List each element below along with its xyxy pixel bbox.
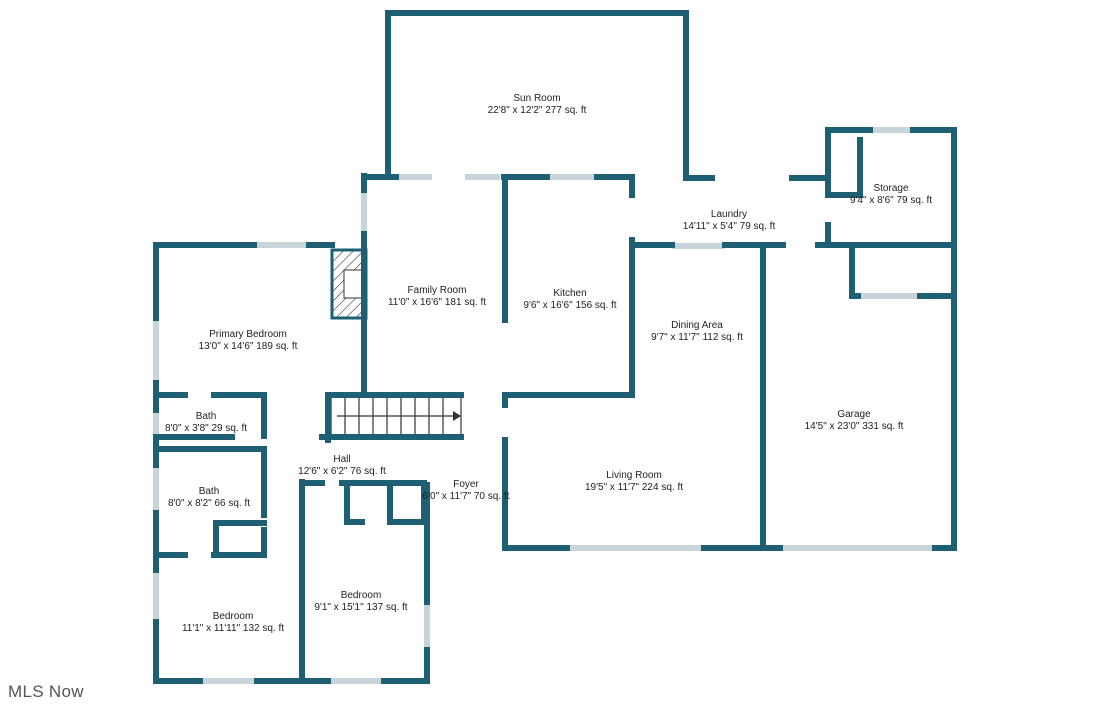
room-dims-dining-area: 9'7" x 11'7" 112 sq. ft <box>651 332 743 343</box>
room-name-bedroom-1: Bedroom <box>341 590 382 601</box>
stairs <box>330 396 462 436</box>
room-dims-primary-bedroom: 13'0" x 14'6" 189 sq. ft <box>199 341 298 352</box>
room-name-hall: Hall <box>333 454 350 465</box>
windows <box>153 10 957 684</box>
room-name-dining-area: Dining Area <box>671 320 723 331</box>
room-dims-bedroom-2: 11'1" x 11'11" 132 sq. ft <box>182 623 284 634</box>
room-dims-garage: 14'5" x 23'0" 331 sq. ft <box>805 421 904 432</box>
room-name-sun-room: Sun Room <box>513 93 560 104</box>
room-dims-bath-1: 8'0" x 3'8" 29 sq. ft <box>165 423 247 434</box>
room-name-bath-1: Bath <box>196 411 217 422</box>
mls-now-watermark: MLS Now <box>8 682 84 701</box>
room-name-living-room: Living Room <box>606 470 662 481</box>
room-name-primary-bedroom: Primary Bedroom <box>209 329 287 340</box>
room-dims-bedroom-1: 9'1" x 15'1" 137 sq. ft <box>314 602 407 613</box>
room-dims-foyer: 6'0" x 11'7" 70 sq. ft <box>423 491 510 502</box>
room-dims-bath-2: 8'0" x 8'2" 66 sq. ft <box>168 498 250 509</box>
room-dims-laundry: 14'11" x 5'4" 79 sq. ft <box>683 221 776 232</box>
room-dims-family-room: 11'0" x 16'6" 181 sq. ft <box>388 297 486 308</box>
walls <box>153 10 957 684</box>
room-name-bath-2: Bath <box>199 486 220 497</box>
room-name-family-room: Family Room <box>408 285 467 296</box>
room-name-garage: Garage <box>837 409 871 420</box>
room-name-foyer: Foyer <box>453 479 479 490</box>
room-labels: Sun Room 22'8" x 12'2" 277 sq. ft Family… <box>165 93 932 634</box>
room-dims-living-room: 19'5" x 11'7" 224 sq. ft <box>585 482 683 493</box>
room-dims-storage: 9'4" x 8'6" 79 sq. ft <box>850 195 932 206</box>
room-name-bedroom-2: Bedroom <box>213 611 254 622</box>
room-name-laundry: Laundry <box>711 209 747 220</box>
room-dims-sun-room: 22'8" x 12'2" 277 sq. ft <box>488 105 587 116</box>
room-name-storage: Storage <box>873 183 908 194</box>
room-dims-hall: 12'6" x 6'2" 76 sq. ft <box>298 466 386 477</box>
room-dims-kitchen: 9'6" x 16'6" 156 sq. ft <box>523 300 616 311</box>
stair-arrow-icon <box>453 411 461 421</box>
room-name-kitchen: Kitchen <box>553 288 586 299</box>
